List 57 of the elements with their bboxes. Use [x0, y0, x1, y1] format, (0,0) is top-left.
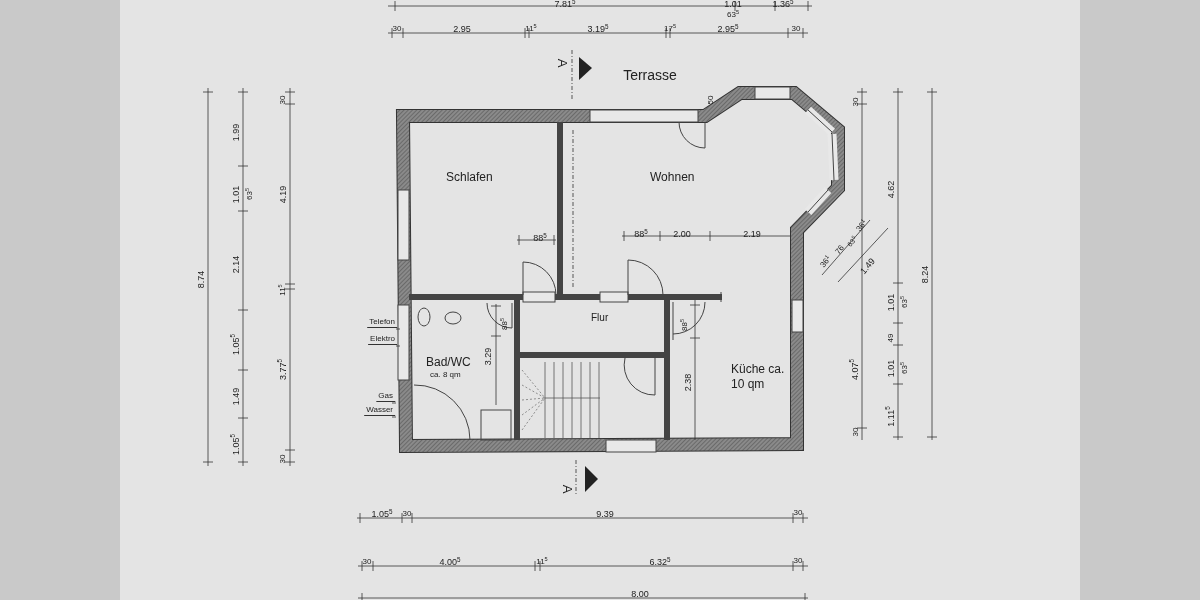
dimension-text: 4.19 [278, 185, 288, 204]
section-mark: A [555, 58, 569, 68]
dimension-text: 50 [707, 95, 715, 105]
dimension-text: 3.29 [483, 347, 493, 366]
utility-label: Telefon [367, 318, 397, 328]
dimension-text: 30 [279, 95, 287, 105]
dimension-text: 30 [852, 427, 860, 437]
utility-label: Wasser [364, 406, 395, 416]
dimension-text: 30 [402, 510, 412, 518]
dimension-text: 1.99 [231, 123, 241, 142]
dimension-text: 3.19$^{5}$ [587, 25, 609, 34]
dimension-text: 1.05$^{5}$ [371, 510, 393, 519]
dimension-text: 88$^{5}$ [634, 230, 648, 239]
dimension-text: 2.38 [683, 373, 693, 392]
room-name: Schlafen [446, 170, 493, 185]
dimension-text: 1.36$^{5}$ [772, 0, 794, 9]
dimension-text: 11$^{5}$ [536, 558, 548, 566]
section-mark: A [560, 484, 574, 494]
dimension-text: 2.95$^{5}$ [717, 25, 739, 34]
dimension-text: 30 [791, 25, 801, 33]
dimension-text: 1.01 [231, 185, 241, 204]
dimension-text: 30 [793, 557, 803, 565]
dimension-text: 7.81$^{5}$ [554, 0, 576, 9]
dimension-text: 8.00 [631, 590, 649, 599]
dimension-text: 30 [392, 25, 402, 33]
dimension-text: 8.24 [920, 265, 930, 284]
dimension-text: 4.62 [886, 180, 896, 199]
room-name: Flur [591, 312, 609, 325]
utility-label: Gas [376, 392, 395, 402]
dimension-text: 1.01 [724, 0, 742, 9]
dimension-text: 17$^{5}$ [664, 25, 676, 33]
dimension-text: 30 [362, 558, 372, 566]
dimension-text: 4.00$^{5}$ [439, 558, 461, 567]
utility-label: Elektro [368, 335, 397, 345]
room-name: Wohnen [650, 170, 695, 185]
dimension-text: 9.39 [596, 510, 614, 519]
area-label: Terrasse [623, 68, 677, 82]
dimension-text: 2.95 [453, 25, 471, 34]
room-name: Bad/WC [426, 355, 471, 369]
dimension-text: 30 [793, 509, 803, 517]
dimension-text: 6.32$^{5}$ [649, 558, 671, 567]
dimension-text: 2.19 [743, 230, 761, 239]
dimension-text: 2.14 [231, 255, 241, 274]
dimension-text: 1.01 [886, 359, 896, 378]
dimension-text: 30 [852, 97, 860, 107]
dimension-text: 88$^{5}$ [533, 234, 547, 243]
dimension-text: 30 [279, 454, 287, 464]
dimension-text: 11$^{5}$ [525, 25, 537, 33]
room-name: Küche ca. 10 qm [731, 362, 789, 392]
dimension-text: 63$^{5}$ [727, 11, 739, 19]
dimension-text: 1.01 [886, 293, 896, 312]
dimension-text: 2.00 [673, 230, 691, 239]
dimension-text: 8.74 [196, 270, 206, 289]
dimension-text: 1.49 [231, 387, 241, 406]
dimension-text: 76 [834, 244, 846, 256]
room-area-text: ca. 8 qm [430, 370, 461, 379]
dimension-text: 49 [887, 333, 895, 343]
